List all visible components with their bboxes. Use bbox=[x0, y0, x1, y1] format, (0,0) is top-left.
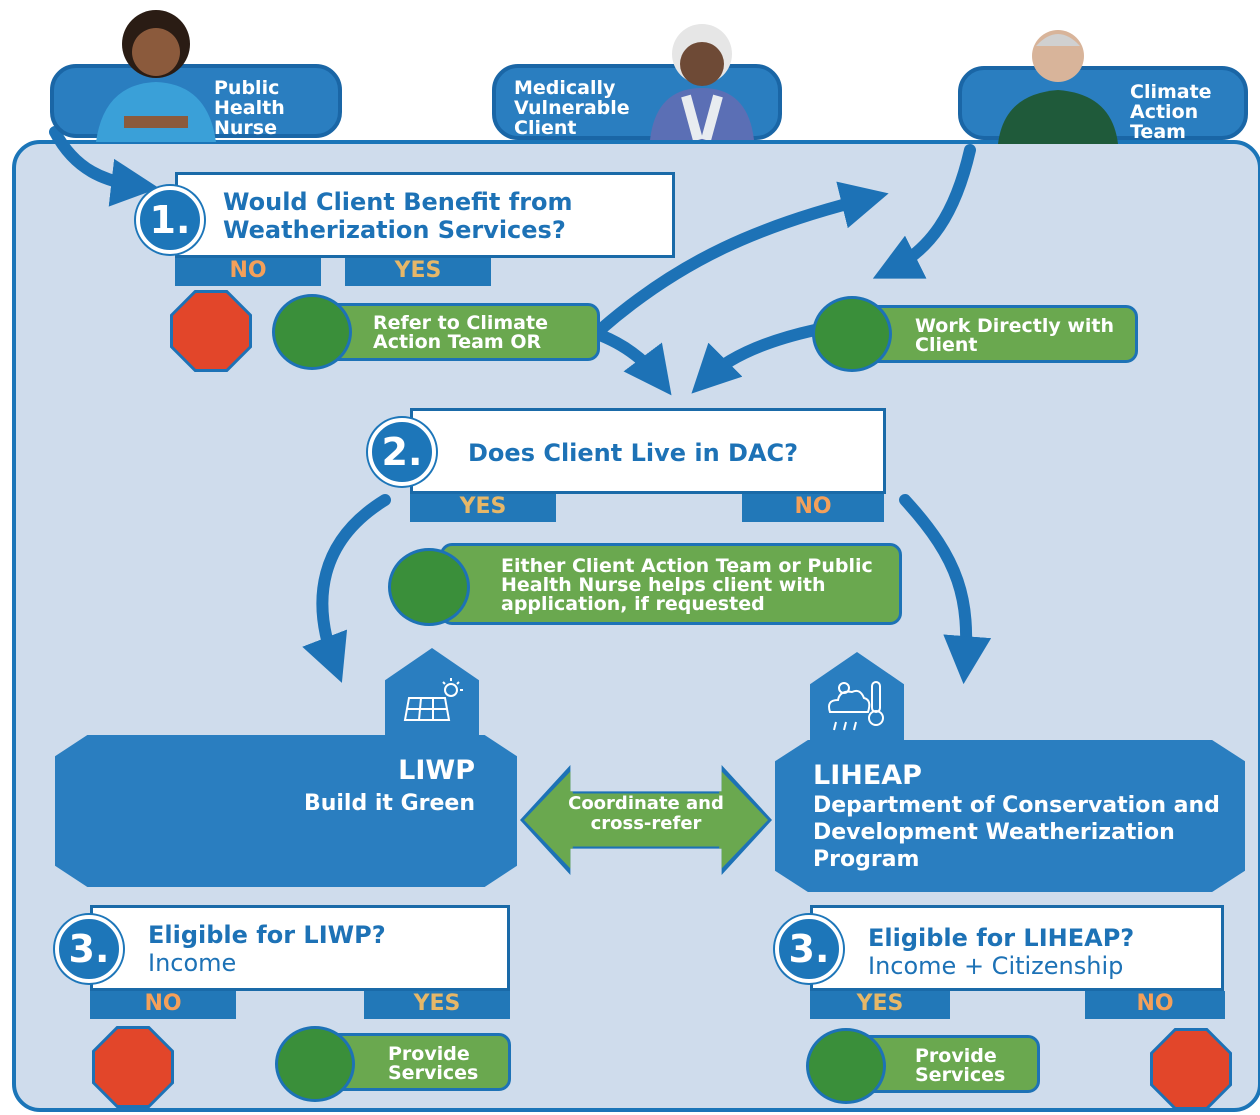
go-circle-icon bbox=[806, 1028, 886, 1104]
q3-liwp-no-tab: NO bbox=[90, 991, 236, 1019]
go-circle-icon bbox=[812, 296, 892, 372]
arrow-refer-to-team bbox=[594, 181, 889, 336]
liheap-org: Department of Conservation and Developme… bbox=[813, 793, 1220, 872]
arrow-refer-to-q2 bbox=[594, 329, 672, 396]
help-label: Either Client Action Team or Public Heal… bbox=[501, 555, 873, 615]
nurse-label: Public Health Nurse bbox=[214, 77, 285, 139]
liwp-provide-label: Provide Services bbox=[388, 1043, 479, 1084]
q3-liwp-box: Eligible for LIWP? Income bbox=[90, 905, 510, 991]
arrow-no-to-liheap bbox=[899, 494, 992, 685]
arrow-work-to-q2 bbox=[691, 324, 821, 394]
q1-no-tab: NO bbox=[175, 258, 321, 286]
go-circle-icon bbox=[388, 548, 470, 626]
liwp-org: Build it Green bbox=[303, 791, 475, 816]
q3-liheap-title: Eligible for LIHEAP? bbox=[868, 924, 1135, 952]
go-circle-icon bbox=[272, 294, 352, 370]
q3-liheap-number: 3. bbox=[775, 915, 843, 983]
q3-liwp-criteria: Income bbox=[148, 949, 237, 977]
work-directly-pill: Work Directly with Client bbox=[850, 305, 1138, 363]
q3-liwp-title: Eligible for LIWP? bbox=[148, 921, 386, 949]
actor-medically-vulnerable-client: Medically Vulnerable Client bbox=[492, 24, 782, 140]
q2-yes-tab: YES bbox=[410, 494, 556, 522]
q1-number: 1. bbox=[136, 186, 204, 254]
q1-box: Would Client Benefit from Weatherization… bbox=[175, 172, 675, 258]
q1-title: Would Client Benefit from Weatherization… bbox=[223, 188, 573, 244]
liheap-name: LIHEAP bbox=[813, 760, 922, 791]
nurse-avatar-icon bbox=[96, 10, 216, 142]
climate-team-label: Climate Action Team bbox=[1130, 81, 1212, 143]
q1-yes-tab: YES bbox=[345, 258, 491, 286]
q1-stop-sign-icon bbox=[170, 290, 252, 372]
arrow-team-to-work bbox=[872, 144, 976, 279]
liwp-name: LIWP bbox=[398, 755, 475, 786]
q3-liheap-no-tab: NO bbox=[1085, 991, 1225, 1019]
q2-title: Does Client Live in DAC? bbox=[468, 439, 799, 467]
q3-liwp-yes-tab: YES bbox=[364, 991, 510, 1019]
coordinate-label: Coordinate and cross-refer bbox=[568, 793, 724, 834]
q3-liheap-criteria: Income + Citizenship bbox=[868, 952, 1124, 980]
q2-box: Does Client Live in DAC? bbox=[410, 408, 886, 494]
go-circle-icon bbox=[275, 1026, 355, 1102]
actor-climate-action-team: Climate Action Team bbox=[958, 30, 1248, 144]
weather-thermometer-icon bbox=[828, 681, 884, 731]
climate-team-avatar-icon bbox=[998, 30, 1118, 144]
application-help-pill: Either Client Action Team or Public Heal… bbox=[440, 543, 902, 625]
q3-liheap-yes-tab: YES bbox=[810, 991, 950, 1019]
client-avatar-icon bbox=[650, 24, 754, 140]
q2-no-tab: NO bbox=[742, 494, 884, 522]
refer-label: Refer to Climate Action Team OR bbox=[373, 312, 548, 353]
q3-liheap-stop-sign-icon bbox=[1150, 1028, 1232, 1110]
client-label: Medically Vulnerable Client bbox=[514, 77, 630, 139]
q3-liheap-box: Eligible for LIHEAP? Income + Citizenshi… bbox=[810, 905, 1224, 991]
liheap-provide-label: Provide Services bbox=[915, 1045, 1006, 1086]
liwp-program-box: LIWP Build it Green bbox=[55, 735, 517, 887]
actor-public-health-nurse: Public Health Nurse bbox=[50, 10, 342, 142]
solar-panel-icon bbox=[403, 678, 463, 721]
arrow-nurse-to-q1 bbox=[49, 126, 160, 207]
arrow-yes-to-liwp bbox=[302, 494, 391, 683]
q3-liwp-number: 3. bbox=[55, 915, 123, 983]
liheap-program-box: LIHEAP Department of Conservation and De… bbox=[775, 740, 1245, 892]
q3-liwp-stop-sign-icon bbox=[92, 1026, 174, 1108]
work-label: Work Directly with Client bbox=[915, 315, 1115, 356]
q2-number: 2. bbox=[368, 418, 436, 486]
